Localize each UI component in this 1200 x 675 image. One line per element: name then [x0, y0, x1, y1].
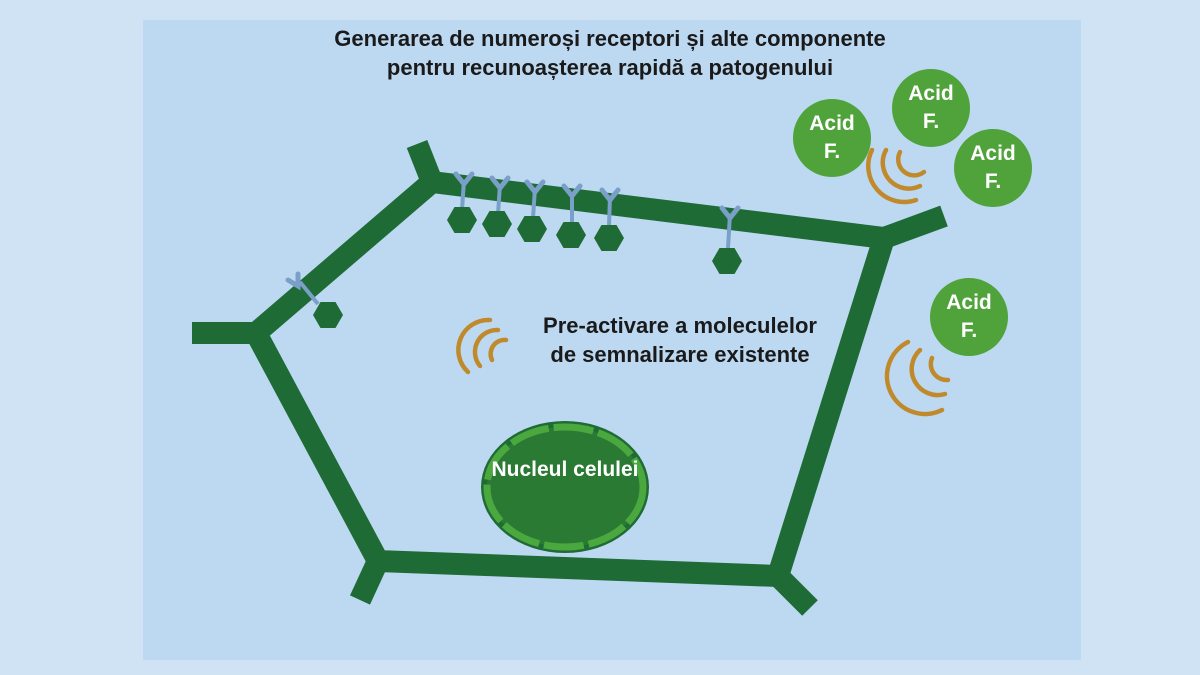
- ligand-hexagon: [517, 216, 547, 242]
- receptor: [594, 187, 624, 251]
- signal-wave: [866, 147, 927, 205]
- receptor: [482, 175, 512, 237]
- ligand-hexagon: [594, 225, 624, 251]
- receptor: [517, 179, 547, 242]
- ligand-hexagon: [556, 222, 586, 248]
- receptor-group: [285, 171, 742, 328]
- receptor: [712, 205, 742, 274]
- cell-wall-junctions: [192, 139, 948, 616]
- ligand-hexagon: [482, 211, 512, 237]
- cell-wall: [246, 171, 895, 587]
- receptor: [556, 183, 586, 248]
- signal-wave: [456, 317, 509, 375]
- title-label: Generarea de numeroși receptori și alte …: [334, 26, 886, 80]
- signal-wave: [884, 339, 951, 417]
- ligand-hexagon: [313, 302, 343, 328]
- receptor: [285, 271, 343, 328]
- ligand-hexagon: [712, 248, 742, 274]
- receptor: [447, 171, 477, 233]
- signal-label: Pre-activare a moleculelor de semnalizar…: [543, 313, 817, 367]
- ligand-hexagon: [447, 207, 477, 233]
- cell-nucleus: [481, 421, 649, 553]
- nucleus-label: Nucleul celulei: [491, 458, 639, 481]
